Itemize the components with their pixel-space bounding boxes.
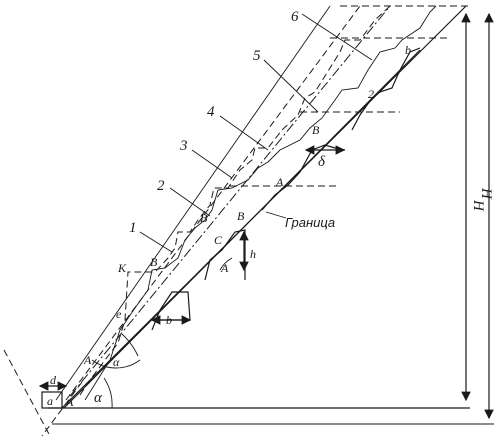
- leader-5: [263, 59, 319, 113]
- angle-inner-arc: [91, 359, 141, 369]
- label-a-lower: A: [83, 353, 92, 367]
- label-alpha: α: [94, 390, 103, 406]
- foot-dash-right: [41, 381, 83, 437]
- label-c: C: [214, 233, 223, 247]
- label-a-small: a: [47, 394, 53, 408]
- slope-line-inner: [63, 49, 421, 409]
- leader-3: [191, 149, 233, 179]
- label-6: 6: [291, 9, 299, 25]
- leader-boundary: [265, 211, 287, 219]
- leader-2: [169, 187, 211, 217]
- label-b-right: B: [150, 255, 158, 269]
- label-e: e: [116, 307, 122, 321]
- leader-6: [301, 13, 373, 61]
- label-beta: α: [113, 355, 120, 369]
- angle-beta-arc: [121, 333, 139, 357]
- angle-alpha-arc: [103, 377, 113, 409]
- label-two: 2: [368, 87, 374, 101]
- label-b-top: b: [405, 43, 411, 57]
- foot-dash-left: [3, 349, 51, 437]
- slope-dashdot: [69, 5, 391, 397]
- label-delta: δ: [318, 154, 326, 170]
- label-b-upper: B: [312, 123, 320, 137]
- label-b-mid: B: [237, 209, 245, 223]
- label-3: 3: [179, 138, 188, 154]
- label-h-dim: H: [470, 199, 486, 212]
- label-b-dim: b: [166, 313, 172, 327]
- stepped-profile-inner: [84, 5, 437, 401]
- bench-upper: [261, 144, 346, 211]
- slope-line-outer: [55, 5, 331, 401]
- label-h: h: [250, 247, 256, 261]
- label-4: 4: [207, 104, 215, 120]
- label-a-mid: A: [275, 175, 284, 189]
- leader-4: [219, 115, 269, 151]
- label-h-dim2: H: [478, 187, 494, 200]
- slope-dash-1: [65, 5, 361, 401]
- stepped-profile-outer: [79, 5, 391, 396]
- label-a-point: A: [220, 261, 229, 275]
- label-k: K: [117, 261, 127, 275]
- foot-block: [41, 391, 63, 409]
- label-b-left: B: [200, 211, 208, 225]
- label-a-foot: A: [65, 395, 74, 409]
- label-1: 1: [129, 220, 137, 236]
- label-d: d: [50, 373, 57, 387]
- label-2: 2: [157, 178, 165, 194]
- label-boundary: Граница: [285, 215, 335, 230]
- leader-1: [139, 231, 173, 253]
- angle-mid-arc: [219, 257, 233, 271]
- label-5: 5: [253, 48, 261, 64]
